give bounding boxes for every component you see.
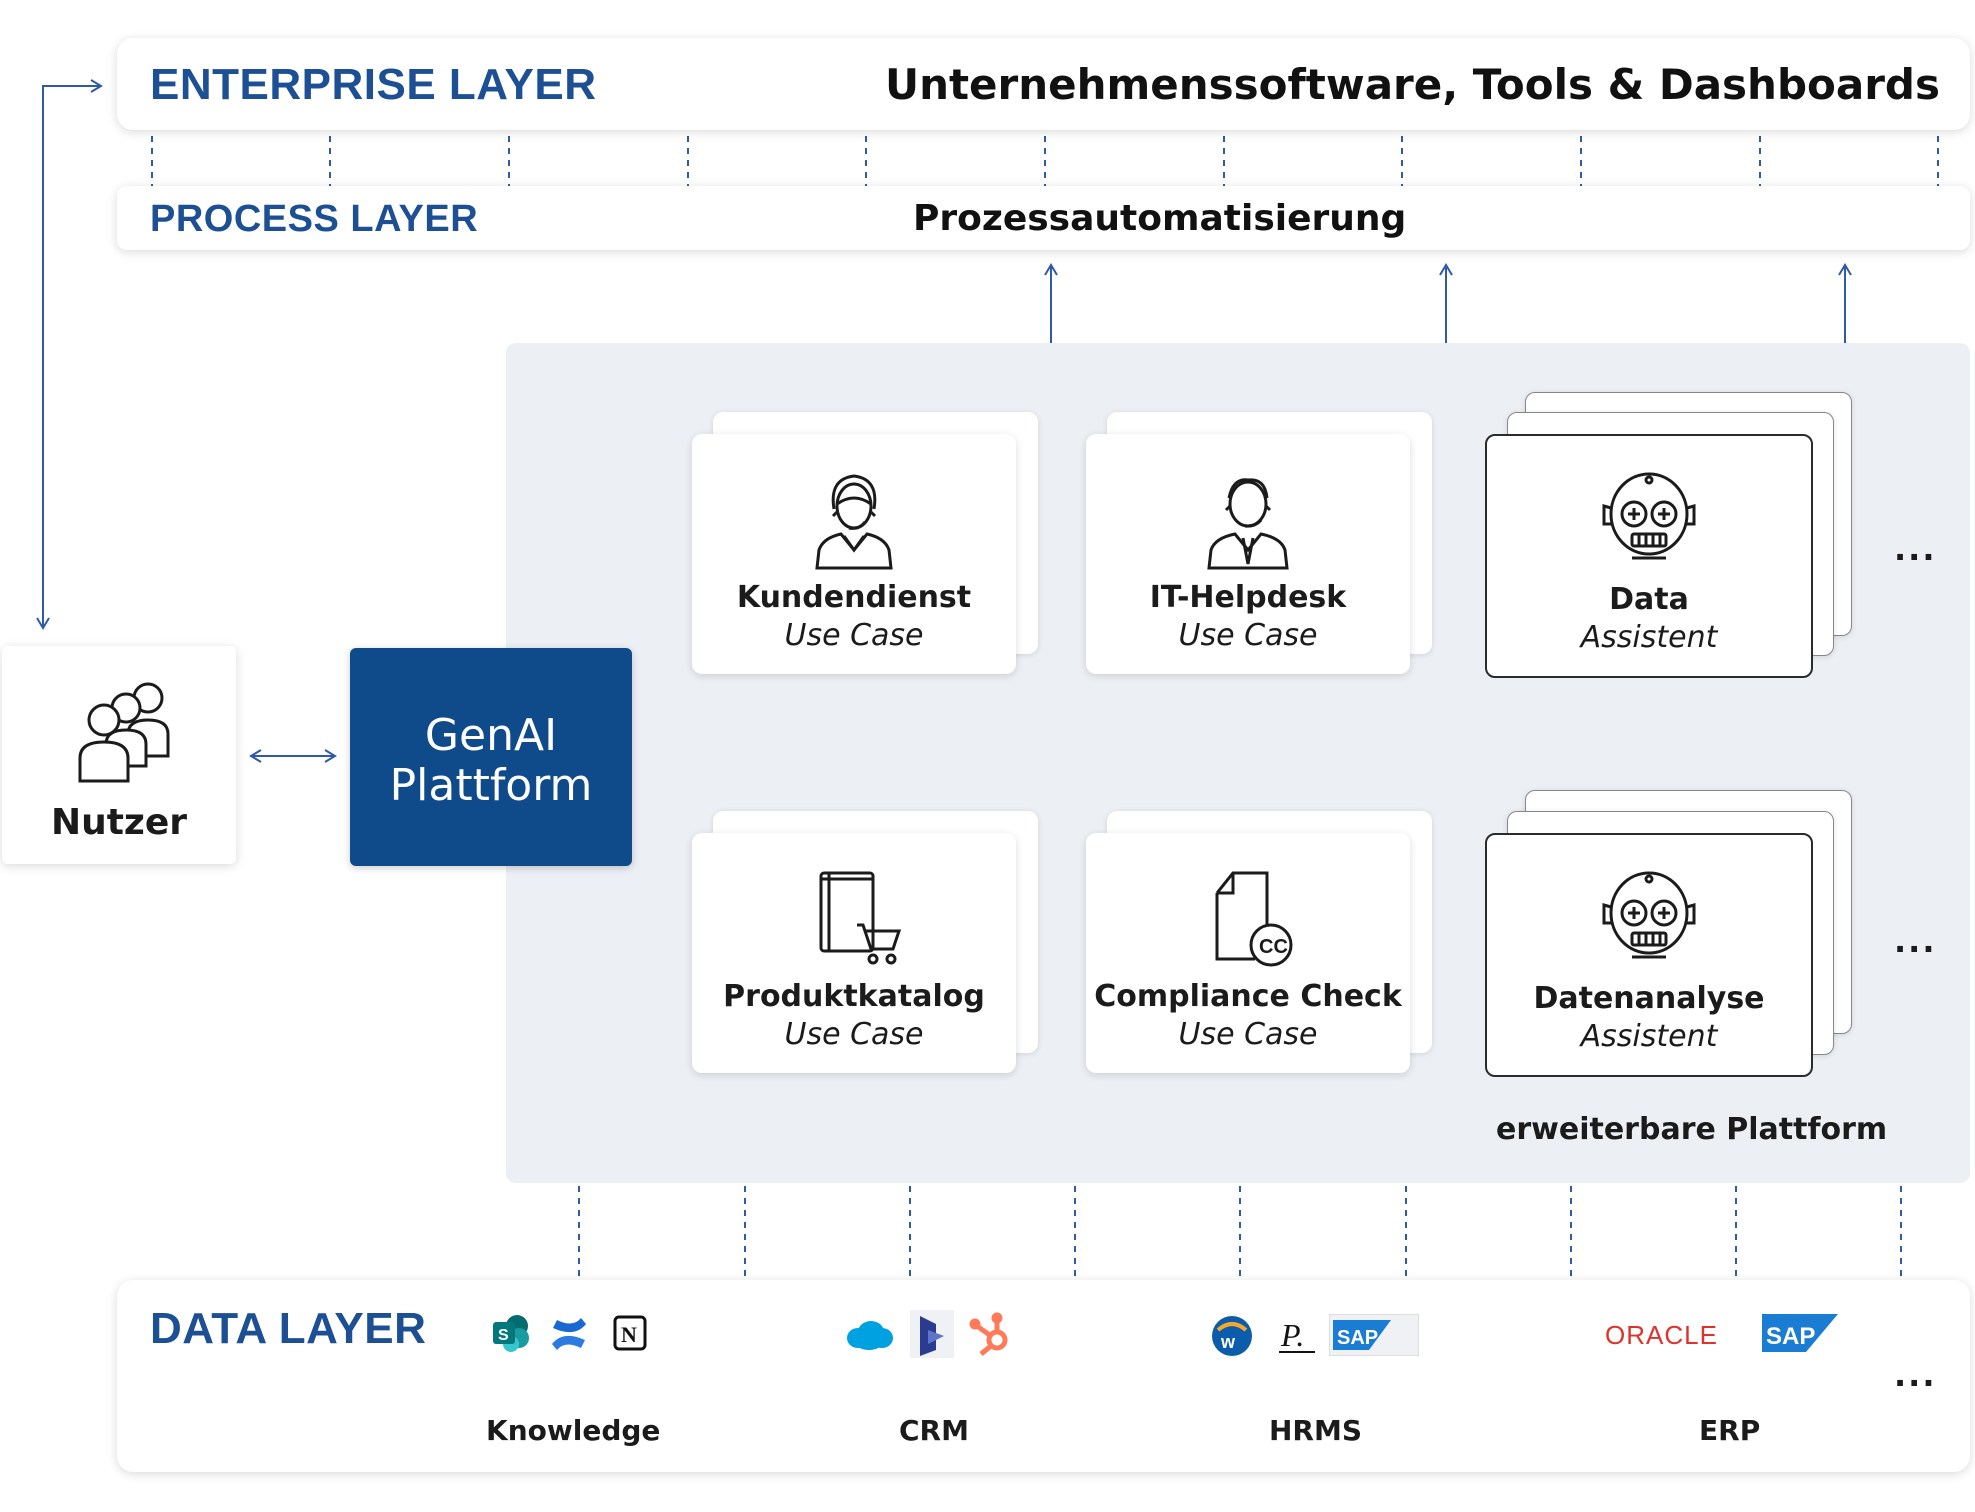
card-title: Data bbox=[1609, 582, 1689, 617]
card-title: Datenanalyse bbox=[1533, 981, 1765, 1016]
personio-logo: P. bbox=[1277, 1312, 1317, 1356]
more-indicator-top: ... bbox=[1894, 530, 1937, 568]
data-group-label-crm: CRM bbox=[899, 1414, 969, 1447]
svg-text:SAP: SAP bbox=[1337, 1327, 1378, 1349]
data-layer-title: DATA LAYER bbox=[150, 1304, 427, 1353]
hubspot-logo bbox=[969, 1312, 1015, 1358]
svg-text:SAP: SAP bbox=[1766, 1323, 1815, 1350]
notion-logo: N bbox=[612, 1314, 650, 1352]
robot-icon bbox=[1594, 466, 1704, 576]
platform-line1: GenAI bbox=[424, 710, 558, 761]
card-datenanalyse-assistent[interactable]: Datenanalyse Assistent bbox=[1485, 833, 1813, 1077]
salesforce-logo bbox=[844, 1318, 894, 1352]
card-title: Produktkatalog bbox=[723, 979, 985, 1014]
female-agent-icon bbox=[799, 464, 909, 574]
svg-text:S: S bbox=[498, 1327, 509, 1344]
card-subtitle: Assistent bbox=[1580, 1019, 1718, 1054]
card-it-helpdesk[interactable]: IT-Helpdesk Use Case bbox=[1086, 434, 1410, 674]
more-indicator-bottom: ... bbox=[1894, 922, 1937, 960]
nutzer-box: Nutzer bbox=[2, 646, 236, 864]
card-subtitle: Use Case bbox=[1178, 1017, 1318, 1052]
oracle-logo: ORACLE bbox=[1605, 1320, 1735, 1350]
process-layer: PROCESS LAYER Prozessautomatisierung bbox=[117, 186, 1970, 250]
data-group-label-knowledge: Knowledge bbox=[486, 1414, 661, 1447]
card-subtitle: Use Case bbox=[784, 1017, 924, 1052]
genai-platform-box[interactable]: GenAI Plattform bbox=[350, 648, 632, 866]
users-icon bbox=[66, 676, 176, 786]
workday-logo: w bbox=[1210, 1314, 1254, 1358]
card-title: Compliance Check bbox=[1094, 979, 1402, 1014]
card-subtitle: Use Case bbox=[1178, 618, 1318, 653]
data-layer-more: ... bbox=[1894, 1356, 1937, 1394]
svg-text:w: w bbox=[1220, 1332, 1236, 1352]
process-layer-subtitle: Prozessautomatisierung bbox=[913, 198, 1407, 239]
card-produktkatalog[interactable]: Produktkatalog Use Case bbox=[692, 833, 1016, 1073]
catalog-cart-icon bbox=[799, 863, 909, 973]
svg-text:N: N bbox=[621, 1322, 637, 1347]
data-layer: DATA LAYER S N w P. SAP ORACLE SAP Knowl… bbox=[117, 1280, 1970, 1472]
extensible-platform-label: erweiterbare Plattform bbox=[1496, 1112, 1888, 1147]
data-group-label-hrms: HRMS bbox=[1269, 1414, 1363, 1447]
process-layer-title: PROCESS LAYER bbox=[150, 198, 479, 240]
sap-logo: SAP bbox=[1762, 1312, 1840, 1354]
card-subtitle: Use Case bbox=[784, 618, 924, 653]
document-cc-icon: CC bbox=[1193, 863, 1303, 973]
card-compliance-check[interactable]: CC Compliance Check Use Case bbox=[1086, 833, 1410, 1073]
dynamics-logo bbox=[910, 1310, 954, 1358]
svg-text:P.: P. bbox=[1280, 1317, 1304, 1353]
sap-successfactors-logo: SAP bbox=[1328, 1313, 1420, 1357]
nutzer-label: Nutzer bbox=[50, 802, 188, 843]
confluence-logo bbox=[549, 1314, 589, 1354]
card-title: IT-Helpdesk bbox=[1149, 580, 1347, 615]
platform-line2: Plattform bbox=[389, 760, 593, 811]
card-subtitle: Assistent bbox=[1580, 620, 1718, 655]
card-kundendienst[interactable]: Kundendienst Use Case bbox=[692, 434, 1016, 674]
sharepoint-logo: S bbox=[491, 1312, 533, 1354]
robot-icon bbox=[1594, 865, 1704, 975]
data-group-label-erp: ERP bbox=[1699, 1414, 1761, 1447]
svg-text:CC: CC bbox=[1259, 936, 1288, 958]
enterprise-layer-subtitle: Unternehmenssoftware, Tools & Dashboards bbox=[884, 60, 1940, 109]
male-agent-icon bbox=[1193, 464, 1303, 574]
enterprise-layer-title: ENTERPRISE LAYER bbox=[150, 60, 597, 109]
svg-text:ORACLE: ORACLE bbox=[1605, 1320, 1718, 1350]
card-title: Kundendienst bbox=[736, 580, 972, 615]
enterprise-layer: ENTERPRISE LAYER Unternehmenssoftware, T… bbox=[117, 38, 1970, 130]
card-data-assistent[interactable]: Data Assistent bbox=[1485, 434, 1813, 678]
